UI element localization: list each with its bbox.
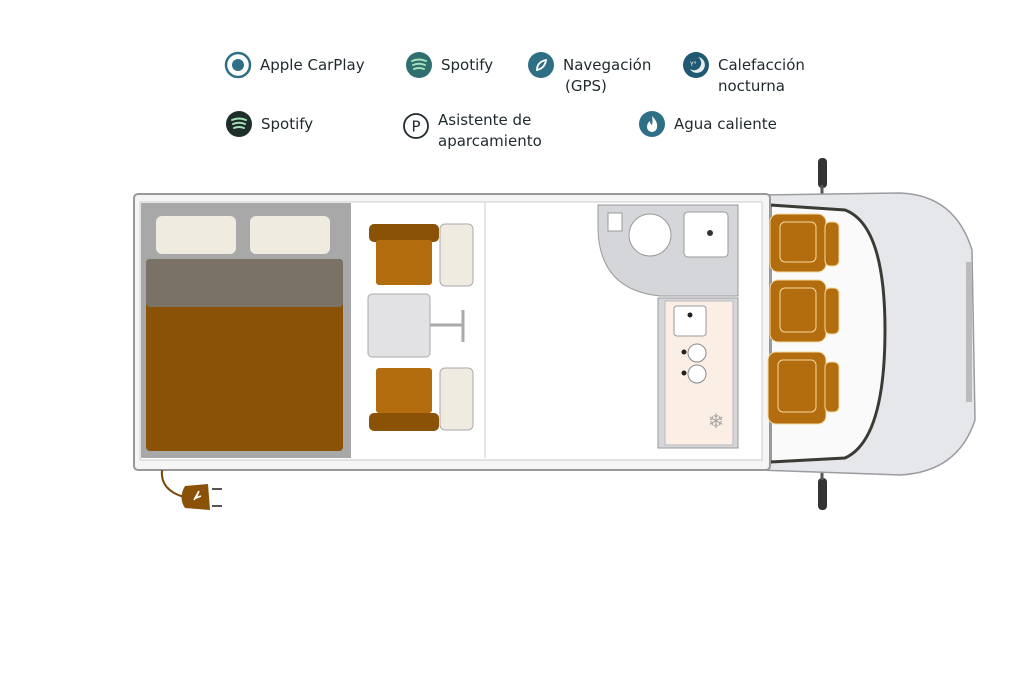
front-seats [767,213,840,425]
kitchen: ❄ [657,297,739,449]
legend-label-sub: (GPS) [565,77,607,95]
legend-spotify: Spotify [405,52,494,79]
pillow [156,216,236,254]
svg-text:Y°: Y° [689,61,697,68]
spotify-icon [225,110,253,138]
legend-label: Agua caliente [674,115,777,133]
legend-label: Calefacción [718,56,805,74]
table [367,293,431,358]
legend-spotify-2: Spotify [225,111,314,138]
legend-parking-assist: P Asistente de aparcamiento [402,110,542,152]
pillow [250,216,330,254]
snowflake-icon: ❄ [708,409,725,433]
bed [141,203,351,458]
burner [687,364,707,384]
legend-hot-water: Agua caliente [638,111,777,138]
navigation-icon [527,51,555,79]
burner [687,343,707,363]
legend-label: Navegación [563,56,652,74]
legend-label: Apple CarPlay [260,56,365,74]
legend-label: Spotify [441,56,494,74]
seat-rear-bottom [369,367,474,431]
legend-label: Asistente de [438,111,532,129]
dinette [367,203,486,458]
carplay-icon [224,51,252,79]
svg-text:P: P [411,118,420,136]
spotify-icon [405,51,433,79]
legend-label-sub: nocturna [718,77,785,95]
seat-rear-top [369,223,474,287]
legend-apple-carplay: Apple CarPlay [224,51,365,79]
legend-navigation: Navegación (GPS) [527,52,652,97]
power-plug-icon [160,469,222,510]
bathroom [597,204,739,297]
legend-label-sub: aparcamiento [438,132,542,150]
hot-water-icon [638,110,666,138]
parking-icon: P [402,112,430,140]
night-heating-icon: Y° [682,51,710,79]
legend-label: Spotify [261,115,314,133]
sink [673,305,707,337]
legend-night-heating: Y° Calefacción nocturna [682,52,805,97]
